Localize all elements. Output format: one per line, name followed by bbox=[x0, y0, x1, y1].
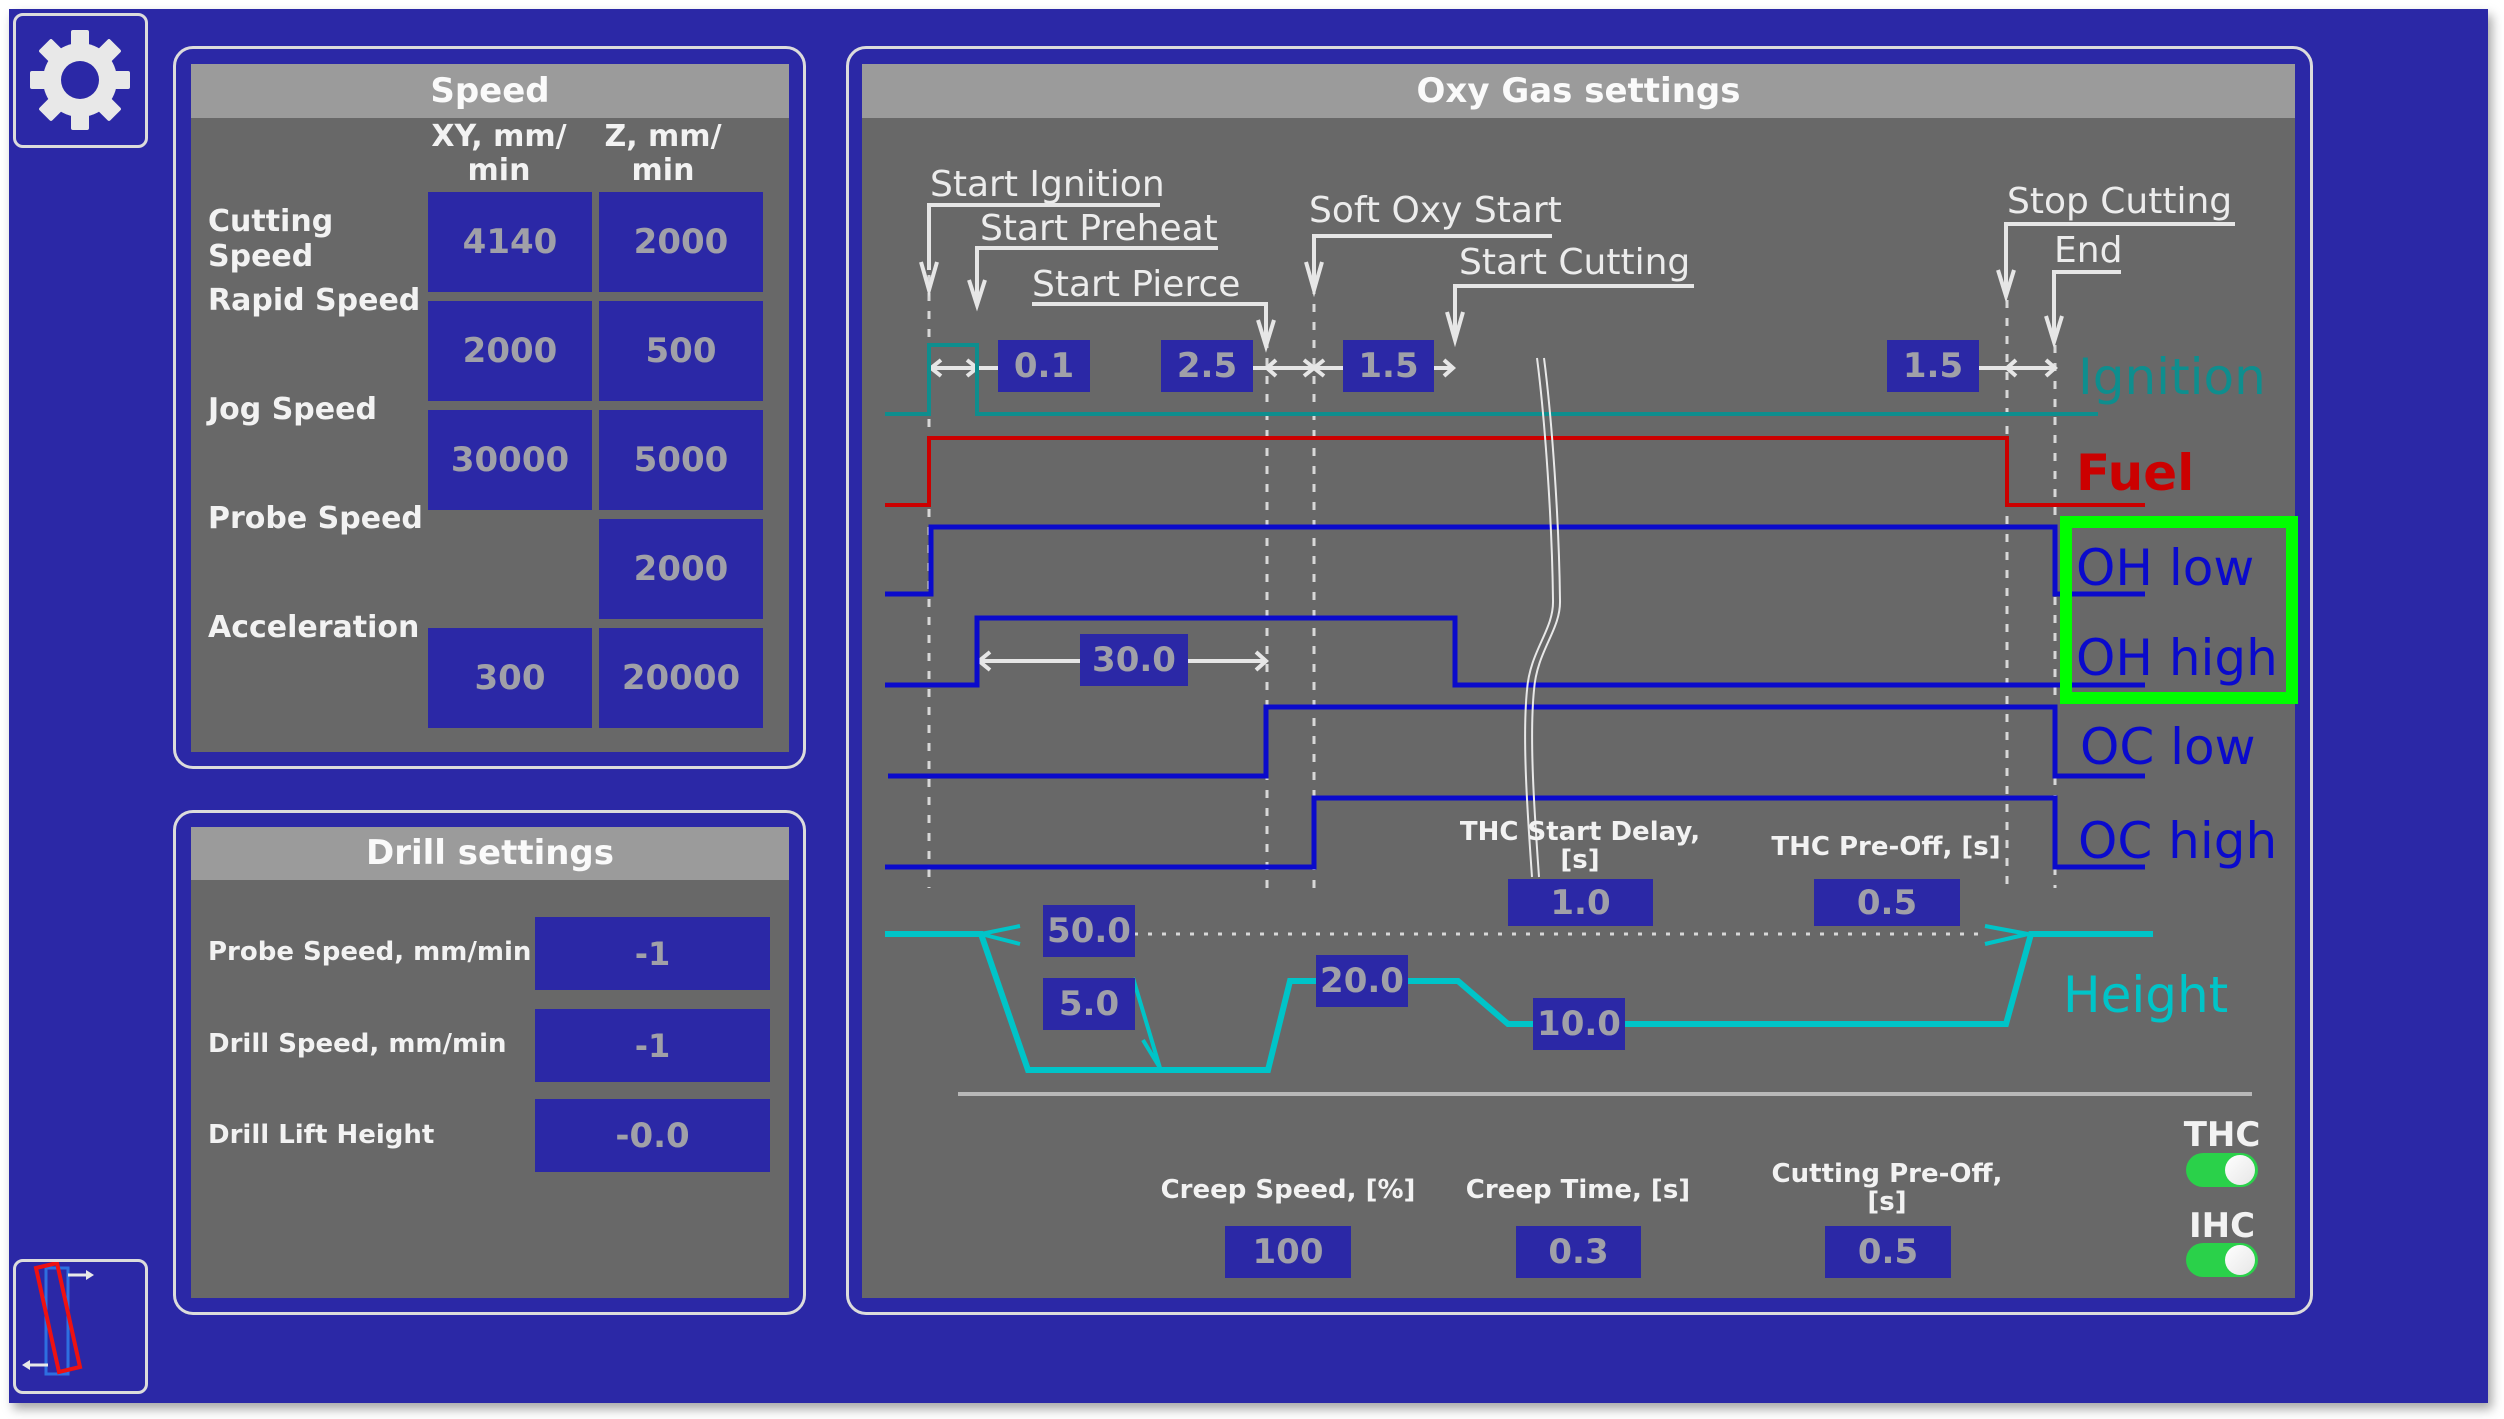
end-time-input[interactable]: 1.5 bbox=[1887, 340, 1979, 392]
oxy-title: Oxy Gas settings bbox=[862, 64, 2295, 118]
drill-speed-label: Drill Speed, mm/min bbox=[208, 1029, 507, 1059]
jog-speed-label: Jog Speed bbox=[208, 392, 377, 427]
drill-probe-speed-input[interactable]: -1 bbox=[535, 917, 770, 990]
acceleration-xy-input[interactable]: 300 bbox=[428, 628, 592, 728]
probe-speed-z-input[interactable]: 2000 bbox=[599, 519, 763, 619]
thc-start-delay-input[interactable]: 1.0 bbox=[1508, 879, 1653, 926]
acceleration-label: Acceleration bbox=[208, 610, 420, 645]
oxy-panel: Oxy Gas settings bbox=[862, 64, 2295, 1298]
tilted-plate-alignment-icon bbox=[22, 1260, 94, 1376]
col-header-xy: XY, mm/ min bbox=[419, 120, 579, 188]
jog-speed-z-input[interactable]: 5000 bbox=[599, 410, 763, 510]
cutting-speed-z-input[interactable]: 2000 bbox=[599, 192, 763, 292]
drill-probe-speed-label: Probe Speed, mm/min bbox=[208, 937, 532, 967]
drill-frame bbox=[173, 810, 806, 1315]
oh-high-time-input[interactable]: 30.0 bbox=[1080, 634, 1188, 686]
drill-lift-height-input[interactable]: -0.0 bbox=[535, 1099, 770, 1172]
ihc-toggle-knob bbox=[2225, 1245, 2255, 1275]
creep-height-input[interactable]: 20.0 bbox=[1316, 955, 1408, 1007]
rapid-speed-xy-input[interactable]: 2000 bbox=[428, 301, 592, 401]
col-header-xy-line2: min bbox=[467, 153, 531, 188]
cut-height-input[interactable]: 10.0 bbox=[1533, 998, 1625, 1050]
drill-panel: Drill settings Probe Speed, mm/min -1 Dr… bbox=[191, 827, 789, 1298]
cutting-pre-off-input[interactable]: 0.5 bbox=[1825, 1226, 1951, 1278]
col-header-z: Z, mm/ min bbox=[583, 120, 743, 188]
probe-speed-label: Probe Speed bbox=[208, 501, 423, 536]
preheat-time-input[interactable]: 2.5 bbox=[1161, 340, 1253, 392]
cutting-speed-label: Cutting Speed bbox=[208, 204, 333, 274]
drill-lift-height-label: Drill Lift Height bbox=[208, 1120, 435, 1150]
rapid-speed-label: Rapid Speed bbox=[208, 283, 421, 318]
col-header-z-line2: min bbox=[631, 153, 695, 188]
speed-panel: Speed XY, mm/ min Z, mm/ min Cutting Spe… bbox=[191, 64, 789, 752]
thc-pre-off-input[interactable]: 0.5 bbox=[1814, 879, 1960, 926]
gear-icon bbox=[30, 30, 130, 130]
speed-frame bbox=[173, 46, 806, 769]
ihc-toggle[interactable] bbox=[2186, 1243, 2258, 1277]
acceleration-z-input[interactable]: 20000 bbox=[599, 628, 763, 728]
pierce-height-input[interactable]: 5.0 bbox=[1043, 978, 1135, 1030]
speed-title: Speed bbox=[191, 64, 789, 118]
col-header-xy-line1: XY, mm/ bbox=[431, 119, 567, 154]
initial-height-input[interactable]: 50.0 bbox=[1043, 905, 1135, 957]
thc-toggle-knob bbox=[2225, 1155, 2255, 1185]
drill-title: Drill settings bbox=[191, 827, 789, 880]
creep-speed-input[interactable]: 100 bbox=[1225, 1226, 1351, 1278]
rapid-speed-z-input[interactable]: 500 bbox=[599, 301, 763, 401]
creep-time-input[interactable]: 0.3 bbox=[1516, 1226, 1641, 1278]
col-header-z-line1: Z, mm/ bbox=[604, 119, 722, 154]
drill-speed-input[interactable]: -1 bbox=[535, 1009, 770, 1082]
oxy-frame bbox=[846, 46, 2313, 1315]
soft-oxy-time-input[interactable]: 1.5 bbox=[1343, 340, 1434, 392]
cutting-speed-label-line1: Cutting bbox=[208, 204, 334, 239]
ignition-time-input[interactable]: 0.1 bbox=[998, 340, 1090, 392]
alignment-button[interactable] bbox=[13, 1259, 148, 1394]
jog-speed-xy-input[interactable]: 30000 bbox=[428, 410, 592, 510]
thc-toggle[interactable] bbox=[2186, 1153, 2258, 1187]
cutting-speed-xy-input[interactable]: 4140 bbox=[428, 192, 592, 292]
cutting-speed-label-line2: Speed bbox=[208, 239, 314, 274]
settings-button[interactable] bbox=[13, 13, 148, 148]
